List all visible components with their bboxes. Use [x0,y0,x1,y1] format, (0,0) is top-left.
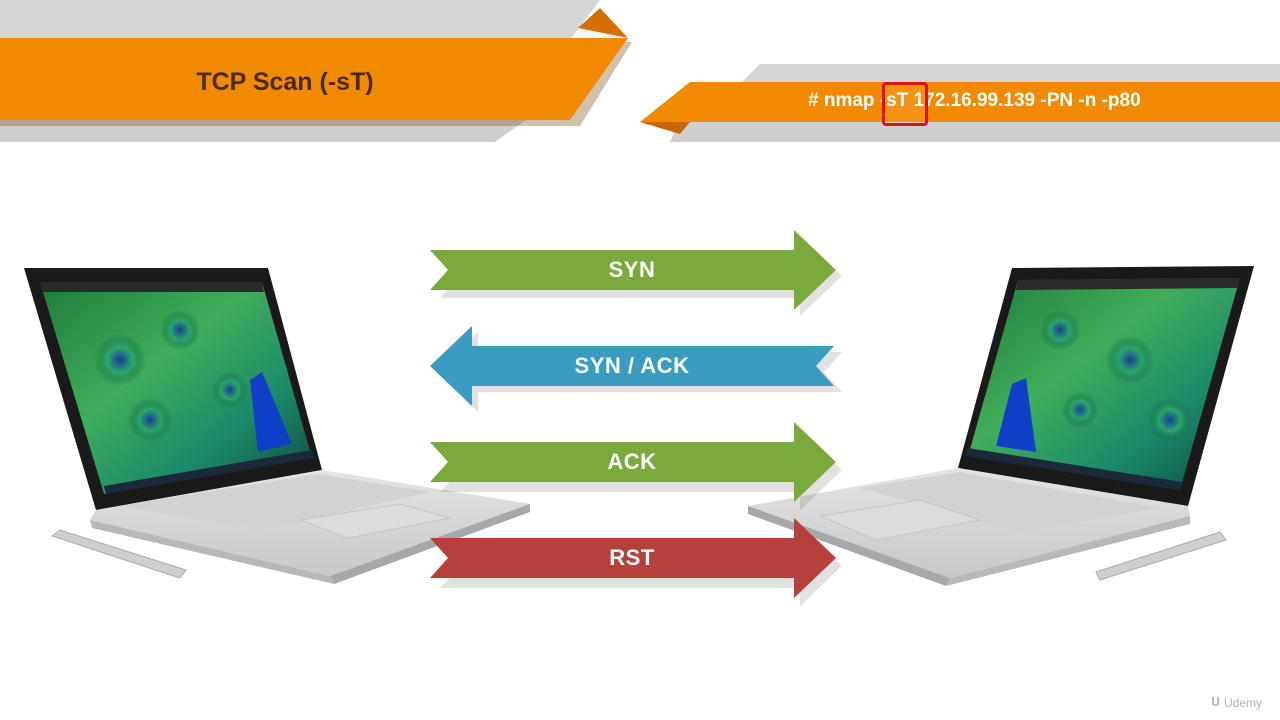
syn-ack-label: SYN / ACK [574,353,690,378]
command-prefix: # nmap [808,90,880,111]
ack-label: ACK [607,449,657,474]
syn-ack-arrow-shape [430,326,834,406]
left-laptop-screen [40,282,312,494]
rst-label: RST [609,545,655,570]
udemy-logo-icon: 𝐔 [1211,695,1220,709]
rst-arrow [430,518,842,606]
left-pen-icon [50,529,187,579]
ack-arrow-shape [430,422,836,502]
command-suffix: 172.16.99.139 -PN -n -p80 [908,90,1141,111]
page-title: TCP Scan (-sT) [196,67,374,96]
udemy-watermark: 𝐔 Udemy [1211,695,1262,710]
syn-label: SYN [608,257,656,282]
title-banner [0,38,628,120]
syn-arrow-shape [430,230,836,310]
left-laptop-icon [24,268,530,584]
right-laptop-icon [748,266,1254,586]
left-laptop-taskbar [104,450,314,494]
ack-arrow [430,422,842,510]
watermark-text: Udemy [1223,695,1262,710]
syn-arrow [430,230,842,316]
right-laptop-keyboard [860,472,1160,532]
command-flag: -sT [879,90,909,111]
flag-highlight-box [882,82,928,126]
command-banner-gray-bottom [670,120,1280,142]
command-banner [640,82,1280,122]
syn-ack-arrow [430,326,842,412]
right-laptop-trackpad [818,499,982,541]
title-banner-fold [578,8,628,38]
command-banner-gray-top [740,64,1280,84]
left-laptop-keyboard [120,474,430,530]
command-banner-fold [640,122,690,134]
right-pen-icon [1095,531,1227,581]
left-laptop-trackpad [298,503,451,539]
nmap-command: # nmap -sT 172.16.99.139 -PN -n -p80 [808,86,1141,116]
title-banner-gray-top [0,0,600,40]
right-laptop-taskbar [966,448,1182,490]
rst-arrow-shape [430,518,836,598]
